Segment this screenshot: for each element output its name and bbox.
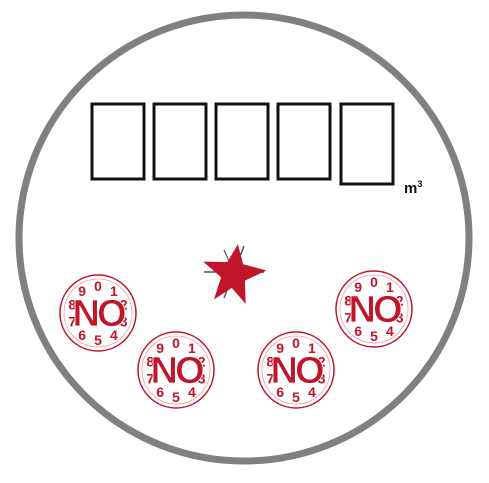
unit-exponent: 3	[417, 179, 422, 189]
dial-digit-0: 0	[370, 274, 378, 290]
dial-digit-0: 0	[94, 278, 102, 294]
odometer-digits	[92, 104, 393, 184]
unit-base: m	[404, 180, 417, 197]
digit-window-3	[216, 104, 268, 179]
dial-no-label: NO	[151, 350, 203, 392]
digit-window-5	[341, 104, 393, 184]
dial-no-label: NO	[73, 293, 125, 335]
meter-bezel	[19, 15, 469, 461]
dial-no-label: NO	[349, 289, 401, 331]
digit-window-2	[154, 104, 206, 179]
dial-digit-0: 0	[172, 335, 180, 351]
dial-digit-0: 0	[292, 335, 300, 351]
dial-no-label: NO	[271, 350, 323, 392]
digit-window-4	[278, 104, 330, 179]
digit-window-1	[92, 104, 144, 179]
